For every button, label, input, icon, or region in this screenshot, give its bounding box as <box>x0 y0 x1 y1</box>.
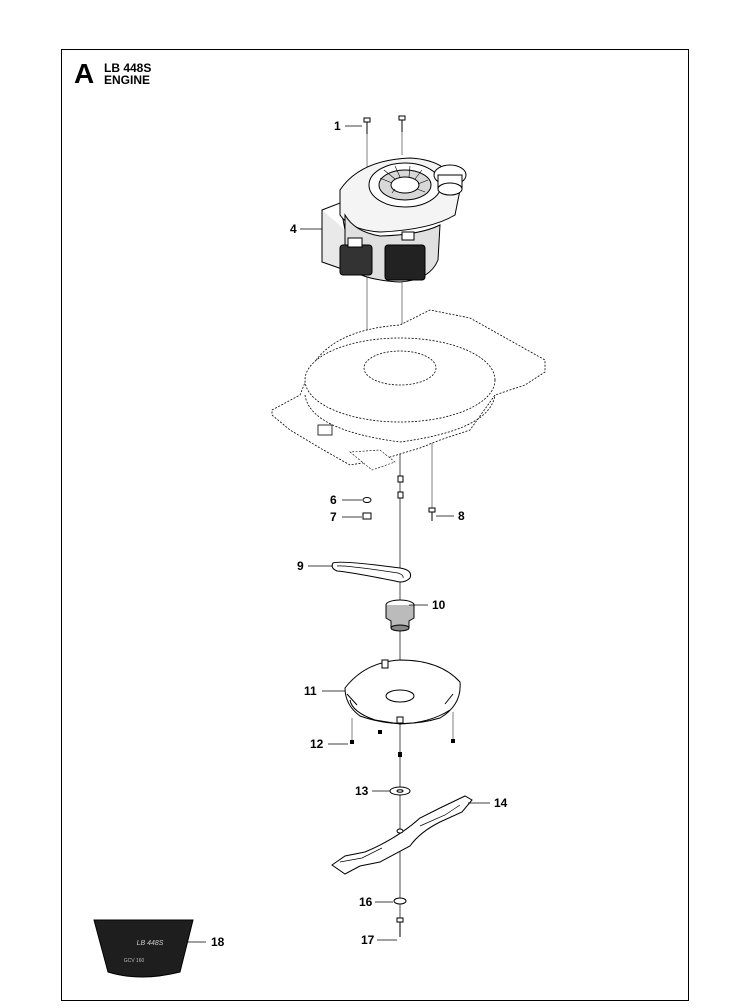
screw-part <box>428 507 436 521</box>
engine-part <box>321 157 467 283</box>
axis-nut-part <box>397 475 404 483</box>
callout-10: 10 <box>432 598 446 612</box>
decal-model-text: LB 448S <box>137 940 164 947</box>
callout-17: 17 <box>361 933 375 947</box>
model-name: LB 448S <box>104 61 152 75</box>
callout-8: 8 <box>458 509 465 523</box>
callout-9: 9 <box>297 559 304 573</box>
title-block: LB 448S ENGINE <box>104 62 151 86</box>
callout-1: 1 <box>334 119 341 133</box>
axis-nut-part-2 <box>397 491 404 499</box>
leader-lines <box>187 125 490 943</box>
callout-16: 16 <box>359 895 373 909</box>
blade-bolt-part <box>396 917 404 937</box>
blade-adapter-part <box>385 599 415 632</box>
blade-plate-part <box>344 659 461 725</box>
callout-11: 11 <box>304 684 317 698</box>
section-letter: A <box>74 58 95 89</box>
mower-deck-part <box>271 309 546 471</box>
decal-engine-text: GCV 160 <box>124 958 145 964</box>
callout-6: 6 <box>330 493 337 507</box>
section-title: ENGINE <box>104 73 151 87</box>
callout-18: 18 <box>211 935 225 949</box>
callout-7: 7 <box>330 510 337 524</box>
blade-bolt-washer-part <box>393 897 407 905</box>
washer-part <box>362 497 372 503</box>
belt-part <box>331 561 411 583</box>
nut-part <box>362 512 372 520</box>
callout-14: 14 <box>494 796 508 810</box>
callout-13: 13 <box>355 784 369 798</box>
callout-4: 4 <box>290 222 297 236</box>
callout-12: 12 <box>310 737 324 751</box>
decal-part: LB 448S GCV 160 <box>93 919 194 978</box>
blade-part <box>331 795 473 875</box>
drawing-frame <box>61 49 689 1001</box>
small-screws-part <box>350 712 455 757</box>
